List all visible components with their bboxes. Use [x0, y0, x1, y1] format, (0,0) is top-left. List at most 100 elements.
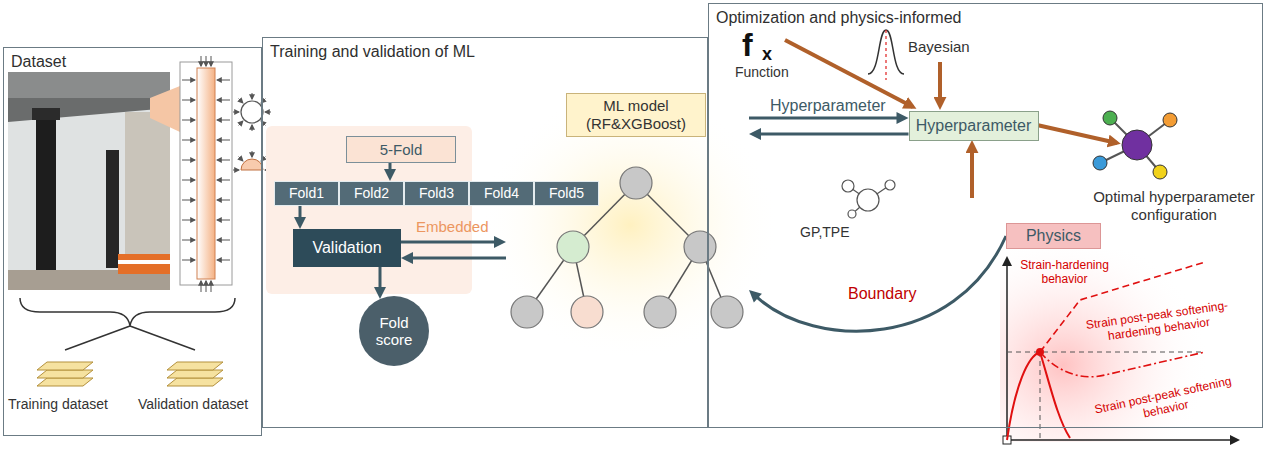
- network-icon: [1093, 111, 1177, 179]
- decision-tree: [571, 296, 603, 328]
- decision-tree: [557, 231, 589, 263]
- column-schematic: [211, 56, 212, 66]
- half-section: [233, 151, 271, 170]
- column-schematic: [217, 260, 230, 261]
- section-circle: [233, 93, 271, 131]
- arrow-head: [749, 128, 761, 140]
- column-schematic: [217, 100, 230, 101]
- site-photo: [118, 254, 170, 274]
- box-label: Fold5: [549, 185, 584, 202]
- half-section: [233, 151, 271, 170]
- edge-label: Boundary: [848, 284, 917, 303]
- bayesian-curve: [868, 30, 904, 80]
- stress-strain-plot: [1040, 352, 1070, 438]
- section-circle: [252, 93, 253, 99]
- gp-icon: [842, 180, 895, 218]
- connector-line: [756, 236, 1006, 331]
- icon-caption: Function: [735, 64, 789, 81]
- column-schematic: [206, 281, 207, 292]
- box-label: 5-Fold: [380, 141, 423, 159]
- dataset-bracket: [130, 326, 195, 350]
- training-panel: Training and validation of ML5-FoldFold1…: [262, 37, 708, 428]
- step-box: 5-Fold: [346, 136, 456, 163]
- half-section: [233, 170, 239, 171]
- box-label: Validation: [312, 238, 381, 257]
- dataset-bracket: [20, 298, 235, 326]
- stress-strain-plot: [1036, 348, 1044, 356]
- function-symbol: f: [742, 26, 753, 64]
- gp-icon: [842, 180, 854, 192]
- arrow-head: [384, 169, 396, 181]
- connector: [294, 206, 306, 229]
- section-circle: [265, 112, 271, 113]
- paper-stack: [167, 370, 223, 378]
- paper-stack: [37, 362, 223, 386]
- column-schematic: [206, 56, 207, 66]
- flow-arrow: [785, 40, 913, 107]
- network-icon: [1103, 111, 1117, 125]
- box-label: Physics: [1026, 226, 1081, 245]
- half-section: [252, 151, 253, 157]
- column-schematic: [182, 200, 195, 201]
- column-schematic: [180, 62, 232, 285]
- section-circle: [252, 125, 253, 131]
- site-photo: [32, 108, 60, 120]
- model-glow: [480, 90, 780, 360]
- decision-tree: [620, 167, 652, 199]
- site-photo: [36, 118, 56, 290]
- dataset-label: Training dataset: [8, 396, 108, 413]
- box-label: Fold score: [368, 314, 420, 349]
- arrow-head: [294, 217, 306, 229]
- flow-arrow: [970, 144, 974, 198]
- paper-stack: [37, 362, 93, 370]
- arrow-head: [749, 290, 762, 303]
- column-schematic: [182, 80, 195, 81]
- section-circle: [239, 99, 243, 103]
- column-schematic: [182, 180, 195, 181]
- panel-title: Dataset: [11, 52, 66, 71]
- connector: [401, 236, 506, 248]
- site-photo: [8, 72, 170, 290]
- column-schematic: [217, 200, 230, 201]
- decision-tree: [684, 231, 716, 263]
- stress-strain-plot: [1040, 352, 1205, 377]
- column-schematic: [217, 140, 230, 141]
- decision-tree: [644, 296, 676, 328]
- column-schematic: [182, 260, 195, 261]
- column-schematic: [217, 180, 230, 181]
- column-schematic: [201, 281, 202, 292]
- connector-line: [749, 117, 899, 120]
- fold-box: Fold4: [469, 181, 534, 206]
- site-photo: [150, 86, 180, 132]
- icon-caption: Bayesian: [908, 38, 970, 56]
- column-schematic: [182, 140, 195, 141]
- gp-icon: [885, 180, 895, 190]
- paper-stack: [37, 378, 93, 386]
- column-schematic: [211, 281, 212, 292]
- paper-stack: [167, 362, 223, 370]
- column-schematic: [217, 220, 230, 221]
- connector: [374, 267, 386, 299]
- stress-strain-plot: [1006, 258, 1008, 440]
- edge-label: Embedded: [416, 218, 489, 236]
- section-circle: [241, 101, 263, 123]
- fold-box: Fold2: [339, 181, 404, 206]
- icon-caption: Optimal hyperparameter configuration: [1086, 188, 1262, 224]
- gp-icon: [857, 189, 879, 211]
- connector: [384, 163, 396, 181]
- model-group: ML model (RF&XGBoost): [506, 89, 749, 333]
- stress-strain-plot: [1007, 352, 1040, 440]
- connector: [749, 236, 1006, 331]
- dataset-label: Validation dataset: [138, 396, 248, 413]
- fold-box: Fold3: [404, 181, 469, 206]
- network-icon: [1122, 130, 1152, 160]
- fold-area: [266, 126, 472, 294]
- curve-label: Strain-hardening behavior: [1012, 258, 1117, 287]
- connector-line: [401, 241, 496, 244]
- connector-line: [379, 267, 382, 289]
- column-schematic: [182, 240, 195, 241]
- decision-tree: [511, 296, 543, 328]
- network-icon: [1093, 156, 1107, 170]
- hyperparameter-box: Hyperparameter: [909, 111, 1039, 141]
- column-schematic: [182, 120, 195, 121]
